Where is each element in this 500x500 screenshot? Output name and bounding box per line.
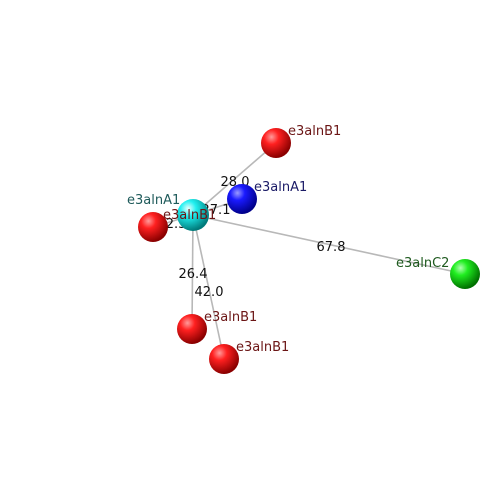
node-label-b1-left: e3alnB1 <box>163 208 216 223</box>
node-label-a1-cyan: e3alnA1 <box>127 193 180 208</box>
node-label-b1-mid: e3alnB1 <box>204 310 257 325</box>
edge-distance-label: 67.8 <box>317 240 346 255</box>
edge-c2-green <box>192 214 466 275</box>
edge-b1-top <box>192 142 277 216</box>
node-sphere-a1-blue[interactable] <box>227 184 257 214</box>
edge-b1-bot <box>192 214 225 360</box>
node-label-c2-green: e3alnC2 <box>396 256 449 271</box>
node-sphere-a1-cyan[interactable] <box>177 199 209 231</box>
node-sphere-b1-bot[interactable] <box>209 344 239 374</box>
node-label-a1-blue: e3alnA1 <box>254 180 307 195</box>
node-sphere-b1-top[interactable] <box>261 128 291 158</box>
node-sphere-b1-mid[interactable] <box>177 314 207 344</box>
node-label-b1-top: e3alnB1 <box>288 124 341 139</box>
edge-b1-mid <box>191 214 194 330</box>
edge-distance-label: 26.4 <box>179 267 208 282</box>
node-sphere-c2-green[interactable] <box>450 259 480 289</box>
edge-distance-label: 42.0 <box>195 285 224 300</box>
node-label-b1-bot: e3alnB1 <box>236 340 289 355</box>
node-sphere-b1-left[interactable] <box>138 212 168 242</box>
